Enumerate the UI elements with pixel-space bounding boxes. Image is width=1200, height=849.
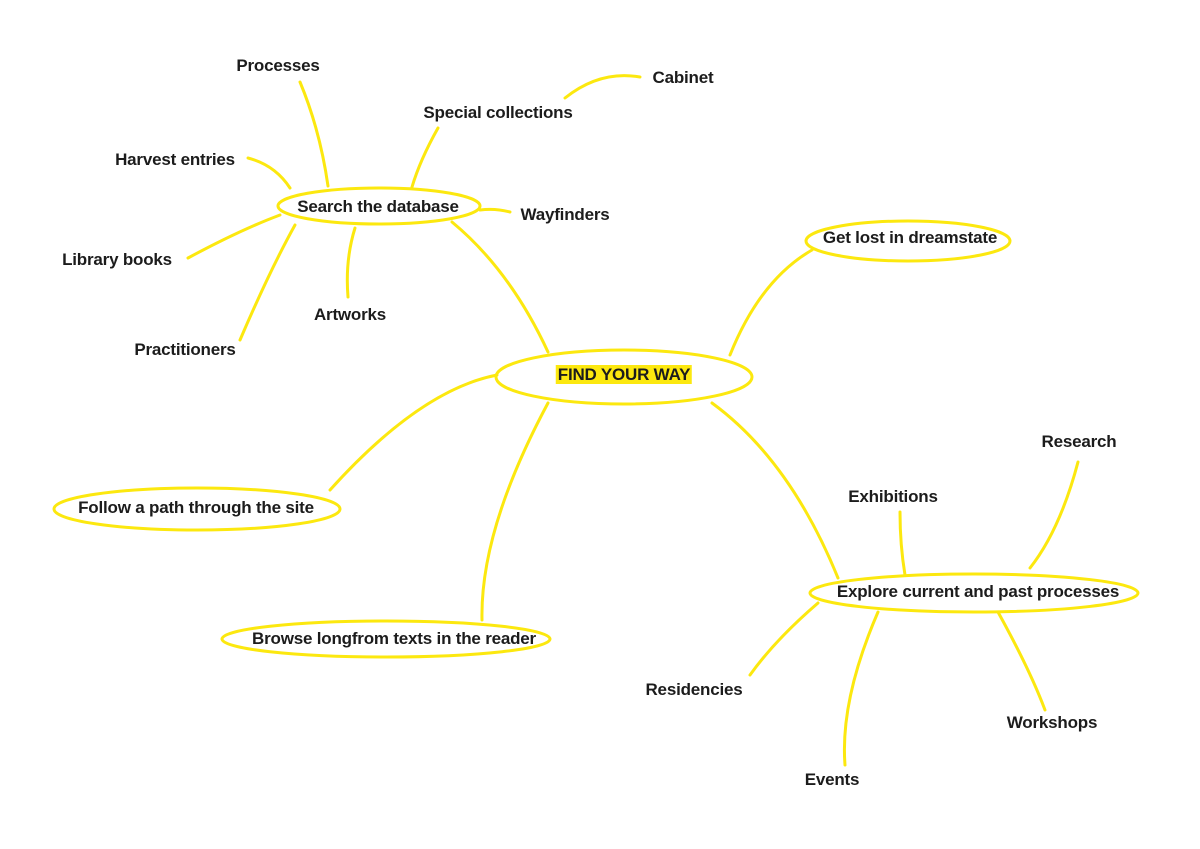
node-artworks[interactable]: Artworks [313, 305, 387, 324]
node-events[interactable]: Events [804, 770, 860, 789]
outline-browse [220, 619, 552, 659]
connector-events [842, 610, 880, 767]
connector-wayfinders [478, 207, 512, 214]
connector-research [1028, 460, 1080, 570]
connector-search-center [450, 220, 550, 354]
node-processes[interactable]: Processes [236, 56, 320, 75]
connector-artworks [345, 226, 357, 299]
node-follow-a-path[interactable]: Follow a path through the site [78, 498, 314, 517]
connector-special-collections [410, 126, 440, 189]
node-browse-longform-texts[interactable]: Browse longfrom texts in the reader [252, 629, 536, 648]
node-explore-processes[interactable]: Explore current and past processes [836, 582, 1120, 601]
connector-dreamstate-center [728, 248, 814, 357]
connector-library-books [186, 213, 282, 260]
connector-residencies [748, 601, 820, 677]
connector-practitioners [238, 223, 297, 342]
outline-dreamstate [804, 219, 1012, 263]
node-special-collections[interactable]: Special collections [423, 103, 573, 122]
node-search-the-database[interactable]: Search the database [297, 197, 459, 216]
node-workshops[interactable]: Workshops [1006, 713, 1098, 732]
connector-harvest-entries [246, 156, 292, 190]
connector-cabinet [563, 74, 642, 100]
node-harvest-entries[interactable]: Harvest entries [115, 150, 235, 169]
node-library-books[interactable]: Library books [62, 250, 172, 269]
node-exhibitions[interactable]: Exhibitions [848, 487, 938, 506]
node-wayfinders[interactable]: Wayfinders [520, 205, 610, 224]
outline-center [494, 348, 754, 406]
connector-browse-center [480, 401, 550, 622]
outline-explore [808, 572, 1140, 614]
connector-processes [298, 80, 330, 188]
center-node[interactable]: FIND YOUR WAY [555, 365, 693, 385]
outline-search [276, 186, 482, 226]
center-label: FIND YOUR WAY [555, 365, 693, 384]
connector-follow-center [328, 373, 499, 492]
node-residencies[interactable]: Residencies [645, 680, 743, 699]
connector-workshops [996, 610, 1047, 712]
node-cabinet[interactable]: Cabinet [652, 68, 714, 87]
connector-explore-center [710, 401, 840, 580]
node-get-lost-in-dreamstate[interactable]: Get lost in dreamstate [822, 228, 998, 247]
connector-exhibitions [898, 510, 907, 577]
node-practitioners[interactable]: Practitioners [134, 340, 236, 359]
outline-follow [52, 486, 342, 532]
node-research[interactable]: Research [1041, 432, 1117, 451]
